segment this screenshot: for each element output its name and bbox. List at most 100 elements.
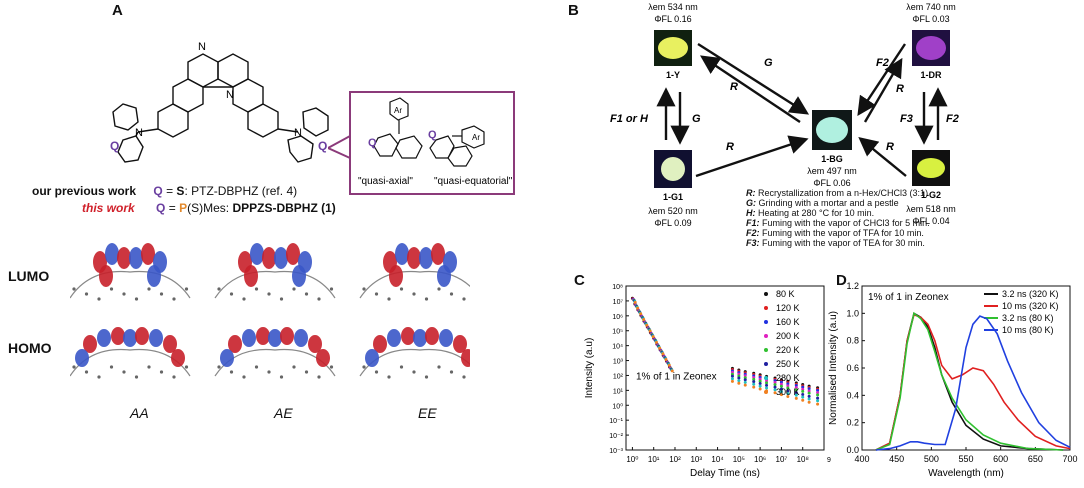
y-tick-label: 10⁷ (613, 299, 624, 306)
orbital-lobe (280, 327, 294, 345)
atom-dot (217, 287, 221, 291)
data-point (794, 391, 798, 395)
polymorph-scheme: G R F2 R F1 or H G F3 F2 R R λem 534 nm … (610, 2, 959, 228)
atom-dot (242, 297, 246, 301)
data-point (752, 385, 756, 389)
q-symbol: Q (156, 201, 166, 215)
data-point (794, 388, 798, 392)
orbital-lobe (105, 243, 119, 265)
legend-marker (764, 390, 768, 394)
y-tick-label: 1.2 (846, 282, 859, 291)
atom-dot (362, 365, 366, 369)
legend-label: 200 K (776, 331, 800, 341)
y-tick-label: 0.4 (846, 390, 859, 400)
chart-annotation: 1% of 1 in Zeonex (636, 371, 717, 382)
data-point (801, 392, 805, 396)
orbital-lobe (256, 327, 270, 345)
data-point (667, 363, 671, 367)
y-tick-label: 10¹ (613, 388, 624, 395)
y-tick-label: 10² (613, 373, 624, 380)
atom-dot (399, 365, 404, 369)
orbital-lobe (83, 335, 97, 353)
legend-row: F3: Fuming with the vapor of TEA for 30 … (746, 238, 925, 248)
orbital-lobe (111, 327, 125, 345)
molecule-skeleton (70, 270, 191, 299)
data-point (779, 390, 783, 394)
data-point (730, 379, 734, 383)
legend-label: 280 K (776, 373, 800, 383)
atom-dot (374, 370, 379, 374)
data-point (651, 335, 655, 339)
orbital-lobe (171, 349, 185, 367)
arrow-label: F2 (946, 113, 959, 125)
y-tick-label: 1.0 (846, 308, 859, 318)
x-tick-label: 10⁵ (733, 455, 745, 464)
data-point (807, 391, 811, 395)
data-point (661, 352, 665, 356)
atom-dot (437, 365, 441, 369)
data-point (786, 386, 790, 390)
atom-dot (362, 287, 366, 291)
atom-dot (449, 292, 454, 296)
quasi-axial-label: "quasi-axial" (358, 176, 413, 187)
x-axis-label: Wavelength (nm) (928, 468, 1004, 479)
orbital-lobe (250, 243, 264, 265)
nitrogen-label: N (198, 41, 206, 53)
orbital-lobe (413, 329, 427, 347)
conformer-label-aa: AA (130, 405, 149, 421)
spectrum-line (875, 311, 1064, 451)
q-symbol: Q (153, 184, 163, 198)
atom-dot (292, 287, 296, 291)
data-point (816, 388, 820, 392)
atom-dot (84, 292, 89, 296)
phosphorus-symbol: P (179, 201, 188, 215)
arrow-y-to-bg (697, 42, 810, 115)
compound-name: DPPZS-DBPHZ (1) (232, 201, 336, 215)
previous-work-line: our previous work Q = S: PTZ-DBPHZ (ref.… (32, 184, 297, 198)
orbital-lobe (135, 327, 149, 345)
x-tick-label: 10⁴ (711, 455, 724, 464)
orbital-plot (359, 243, 470, 301)
atom-dot (242, 375, 246, 379)
panel-letter-a: A (112, 2, 123, 19)
data-point (765, 386, 769, 390)
atom-dot (254, 365, 259, 369)
x-tick-label: 10² (669, 455, 681, 464)
x-tick-label: 10⁶ (754, 455, 766, 464)
orbital-plot (70, 243, 191, 301)
equals-sign: = (166, 184, 174, 198)
data-point (743, 380, 747, 384)
atom-dot (387, 297, 391, 301)
legend-marker (764, 348, 768, 352)
emission-label: λem 518 nm (906, 204, 956, 214)
data-point (752, 382, 756, 386)
q-atom-label: Q (368, 137, 377, 149)
data-point (801, 385, 805, 389)
data-point (786, 395, 790, 399)
legend-label: 300 K (776, 387, 800, 397)
q-atom-label: Q (110, 139, 119, 153)
arrow-label: R (730, 81, 738, 93)
atom-dot (462, 375, 466, 379)
data-point (654, 340, 658, 344)
x-axis-label: Delay Time (ns) (690, 468, 760, 479)
atom-dot (412, 370, 416, 374)
data-point (737, 379, 741, 383)
plot-frame (625, 285, 825, 451)
data-point (807, 389, 811, 393)
data-point (816, 396, 820, 400)
data-point (670, 369, 674, 373)
conformer-label-ae: AE (274, 405, 293, 421)
emission-label: λem 740 nm (906, 2, 956, 12)
conformer-inset: Ar Ar Q Q "quasi-axial" "quasi-equatoria… (328, 91, 515, 195)
orbital-lobe (262, 247, 276, 269)
data-point (801, 398, 805, 402)
orbital-lobe (99, 265, 113, 287)
data-point (645, 323, 649, 327)
x-tick-label: 9 (827, 457, 831, 464)
orbital-lobe (149, 329, 163, 347)
atom-dot (462, 297, 466, 301)
chart-annotation: 1% of 1 in Zeonex (868, 292, 949, 303)
arrow-label: R (886, 141, 894, 153)
